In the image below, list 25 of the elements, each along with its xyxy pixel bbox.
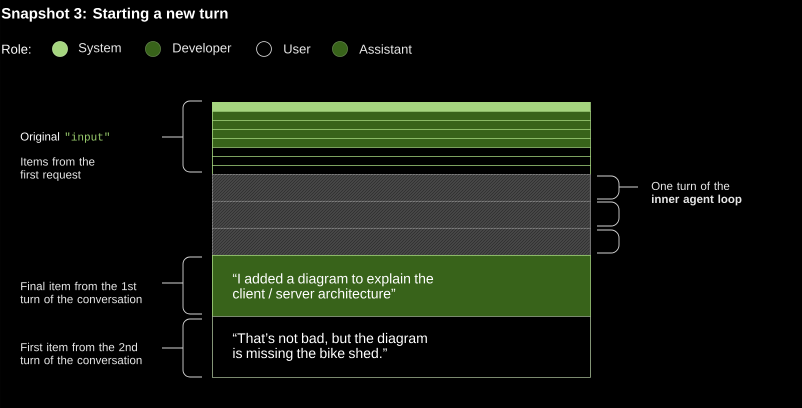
legend-label: System xyxy=(78,43,121,55)
message-bar xyxy=(212,102,591,112)
message-bar xyxy=(212,129,591,139)
message-box: “I added a diagram to explain the client / server architecture” xyxy=(212,255,591,317)
legend-label: Developer xyxy=(173,42,232,56)
hatched-bar xyxy=(212,174,591,202)
message-bar xyxy=(212,147,591,157)
legend-label: User xyxy=(284,44,310,54)
message-box: “That’s not bad, but the diagram is missing the bike shed.” xyxy=(212,316,591,378)
hatched-bar xyxy=(212,201,591,229)
title: Snapshot 3: Starting a new turn xyxy=(2,8,228,22)
message-bar xyxy=(212,138,591,148)
annotation: Final item from the 1st turn of the conversation xyxy=(20,282,142,304)
message-bar xyxy=(212,120,591,130)
code-text: "input" xyxy=(66,132,109,143)
legend-title: Role: xyxy=(2,44,30,54)
legend-label: Assistant xyxy=(359,44,412,54)
hatched-bar xyxy=(212,228,591,256)
annotation: First item from the 2nd turn of the conversation xyxy=(20,342,142,364)
annotation: Items from the first request xyxy=(20,157,94,181)
annotation: One turn of the inner agent loop xyxy=(652,182,742,206)
message-bar xyxy=(212,111,591,121)
annotation: Original xyxy=(20,132,60,143)
message-bar xyxy=(212,165,591,175)
message-bar xyxy=(212,156,591,166)
